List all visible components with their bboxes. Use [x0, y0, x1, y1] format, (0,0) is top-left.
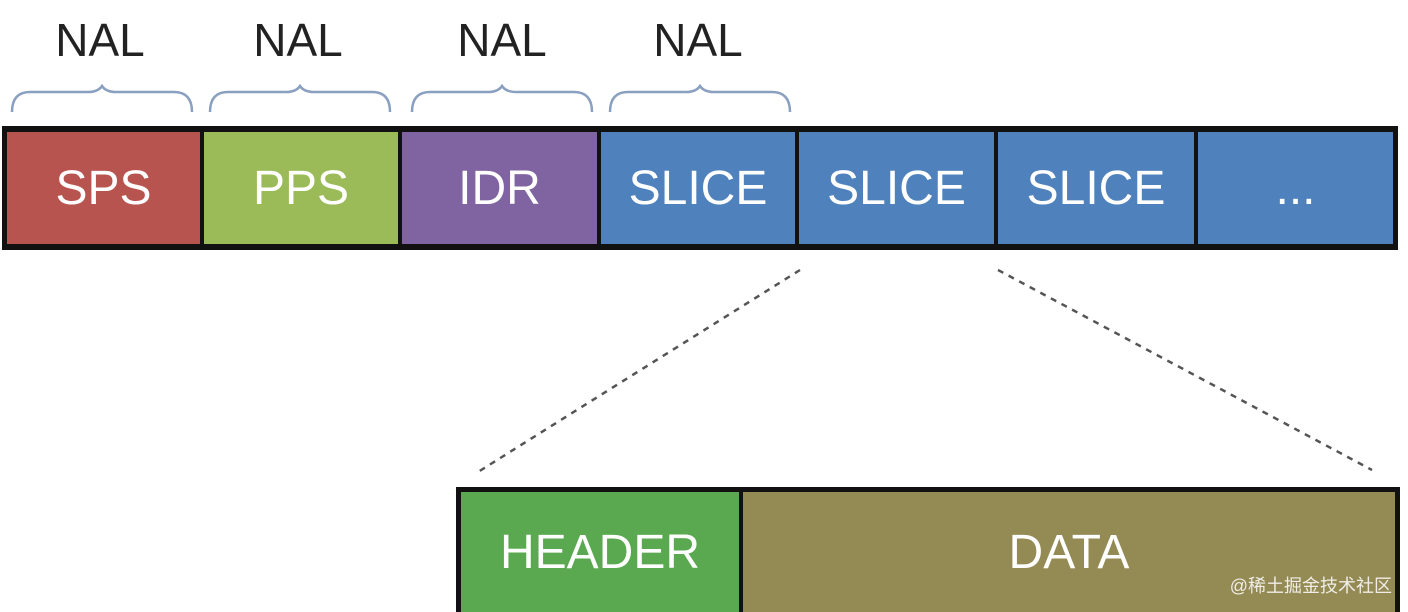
segment-idr: IDR — [402, 132, 597, 244]
segment-pps: PPS — [204, 132, 398, 244]
slice-data: DATA — [743, 492, 1395, 612]
segment-sps: SPS — [7, 132, 200, 244]
nal-label-4: NAL — [653, 14, 743, 66]
nal-brace-4 — [608, 84, 792, 113]
nal-label-2: NAL — [253, 14, 343, 66]
nal-brace-1 — [10, 84, 194, 113]
segment-slice-1: SLICE — [601, 132, 795, 244]
nal-brace-2 — [208, 84, 392, 113]
slice-detail-bar: HEADER DATA — [456, 487, 1400, 612]
nal-label-3: NAL — [457, 14, 547, 66]
nal-brace-3 — [410, 84, 594, 113]
nal-label-1: NAL — [55, 14, 145, 66]
segment-slice-3: SLICE — [998, 132, 1194, 244]
nal-stream-bar: SPS PPS IDR SLICE SLICE SLICE ... — [2, 126, 1398, 250]
slice-header: HEADER — [461, 492, 739, 612]
watermark: @稀土掘金技术社区 — [1229, 576, 1392, 596]
zoom-guide-right — [997, 268, 1373, 472]
zoom-guide-left — [477, 268, 801, 474]
segment-ellipsis: ... — [1198, 132, 1393, 244]
segment-slice-2: SLICE — [799, 132, 994, 244]
